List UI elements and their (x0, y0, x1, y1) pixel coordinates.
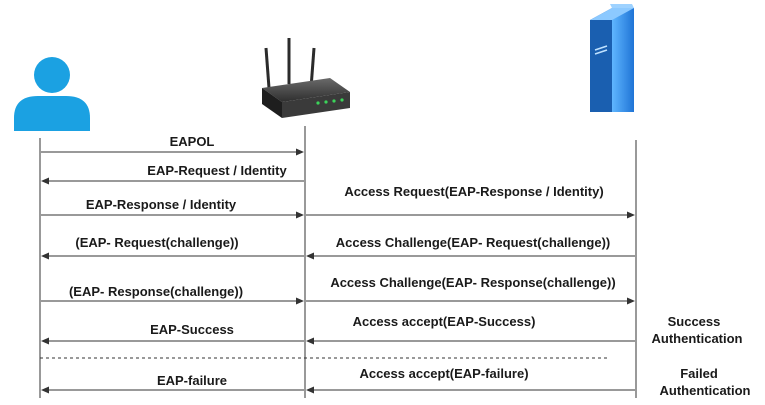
message-arrow (41, 386, 304, 394)
message-arrow (41, 297, 304, 305)
server-icon (590, 4, 634, 112)
message-arrow (306, 252, 635, 260)
message-label: EAPOL (170, 134, 215, 149)
user-icon (14, 57, 90, 131)
message-arrow (306, 211, 635, 219)
message-label: Access Challenge(EAP- Request(challenge)… (336, 235, 611, 250)
message-arrows (41, 148, 635, 394)
message-arrow (306, 337, 635, 345)
message-arrow (41, 177, 304, 185)
message-arrow (306, 386, 635, 394)
message-label: EAP-Response / Identity (86, 197, 237, 212)
message-label: EAP-Request / Identity (147, 163, 287, 178)
message-arrow (306, 297, 635, 305)
message-label: (EAP- Response(challenge)) (69, 284, 243, 299)
wireless-router-icon (262, 38, 350, 118)
failed-note-line2: Authentication (660, 383, 751, 398)
message-label: Access Request(EAP-Response / Identity) (344, 184, 603, 199)
success-note-line2: Authentication (652, 331, 743, 346)
message-label: Access accept(EAP-failure) (359, 366, 528, 381)
message-label: (EAP- Request(challenge)) (75, 235, 238, 250)
message-label: EAP-Success (150, 322, 234, 337)
message-label: Access accept(EAP-Success) (353, 314, 536, 329)
message-arrow (41, 337, 304, 345)
failed-note-line1: Failed (680, 366, 718, 381)
message-arrow (41, 211, 304, 219)
message-arrow (41, 252, 304, 260)
message-label: EAP-failure (157, 373, 227, 388)
message-label: Access Challenge(EAP- Response(challenge… (330, 275, 615, 290)
message-arrow (41, 148, 304, 156)
success-note-line1: Success (668, 314, 721, 329)
